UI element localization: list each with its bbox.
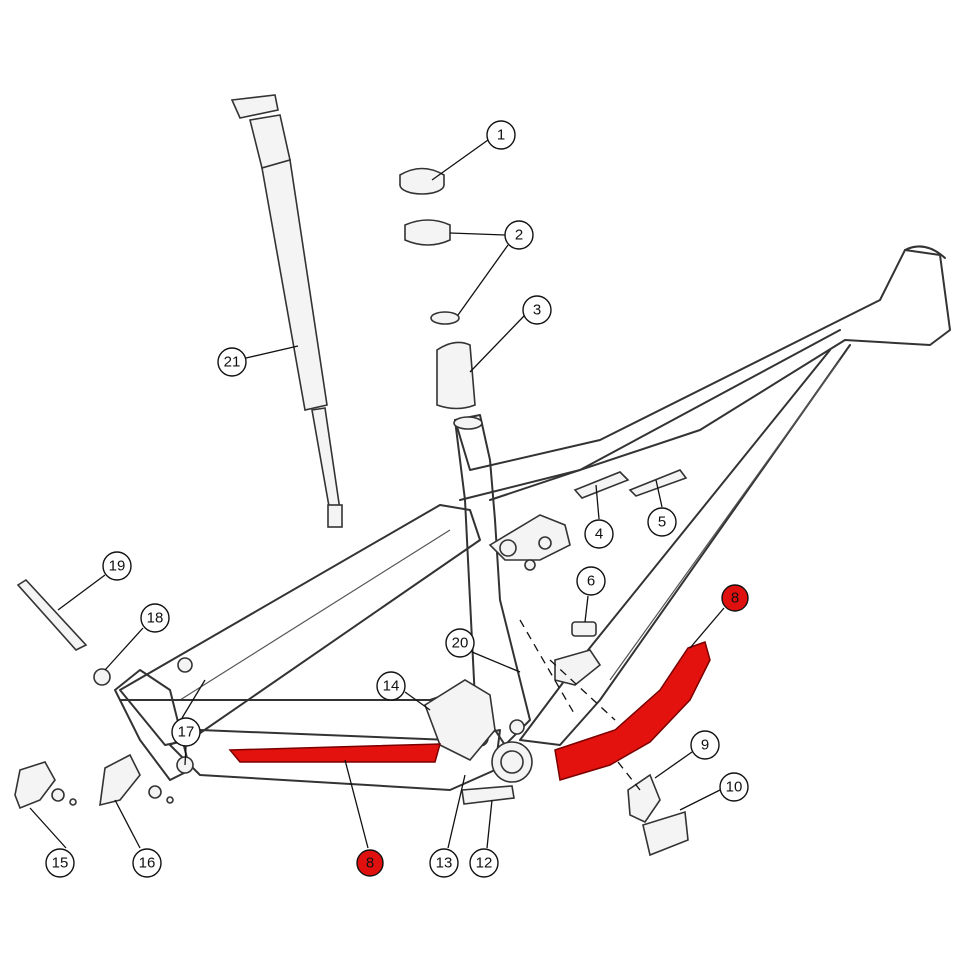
callout-21: 21 — [217, 347, 247, 377]
callout-6: 6 — [576, 566, 606, 596]
callout-18: 18 — [140, 603, 170, 633]
callout-17: 17 — [171, 717, 201, 747]
callout-20: 20 — [445, 628, 475, 658]
callout-9: 9 — [690, 730, 720, 760]
callout-10: 10 — [719, 772, 749, 802]
frame-main — [114, 245, 951, 791]
callout-2: 2 — [504, 220, 534, 250]
svg-text:14: 14 — [383, 678, 400, 695]
svg-text:21: 21 — [224, 354, 241, 371]
callout-8-chainstay: 8 — [356, 849, 384, 877]
callout-14: 14 — [376, 671, 406, 701]
svg-text:5: 5 — [658, 514, 666, 531]
callout-3: 3 — [522, 295, 552, 325]
svg-text:15: 15 — [52, 855, 69, 872]
svg-text:19: 19 — [109, 558, 126, 575]
svg-text:20: 20 — [452, 635, 469, 652]
svg-text:9: 9 — [701, 737, 709, 754]
headset-parts — [14, 167, 689, 857]
svg-text:2: 2 — [515, 227, 523, 244]
highlighted-part-8-chainstay-protector — [228, 743, 441, 763]
svg-text:16: 16 — [139, 855, 156, 872]
svg-text:3: 3 — [533, 302, 541, 319]
svg-text:4: 4 — [595, 526, 603, 543]
callout-15: 15 — [45, 848, 75, 878]
highlighted-part-8-downtube-protector — [554, 641, 711, 781]
callout-1: 1 — [486, 120, 516, 150]
leader-lines — [29, 139, 725, 849]
callout-12: 12 — [469, 848, 499, 878]
callout-19: 19 — [102, 551, 132, 581]
callout-16: 16 — [132, 848, 162, 878]
callout-13: 13 — [429, 848, 459, 878]
svg-text:6: 6 — [587, 573, 595, 590]
callout-4: 4 — [584, 519, 614, 549]
svg-text:13: 13 — [436, 855, 453, 872]
svg-text:8: 8 — [366, 855, 374, 872]
svg-text:18: 18 — [147, 610, 164, 627]
seatpost — [230, 94, 343, 528]
svg-text:1: 1 — [497, 127, 505, 144]
callout-8-downtube: 8 — [721, 584, 749, 612]
callout-5: 5 — [647, 507, 677, 537]
svg-text:10: 10 — [726, 779, 743, 796]
svg-text:17: 17 — [178, 724, 195, 741]
svg-text:8: 8 — [731, 590, 739, 607]
svg-text:12: 12 — [476, 855, 493, 872]
